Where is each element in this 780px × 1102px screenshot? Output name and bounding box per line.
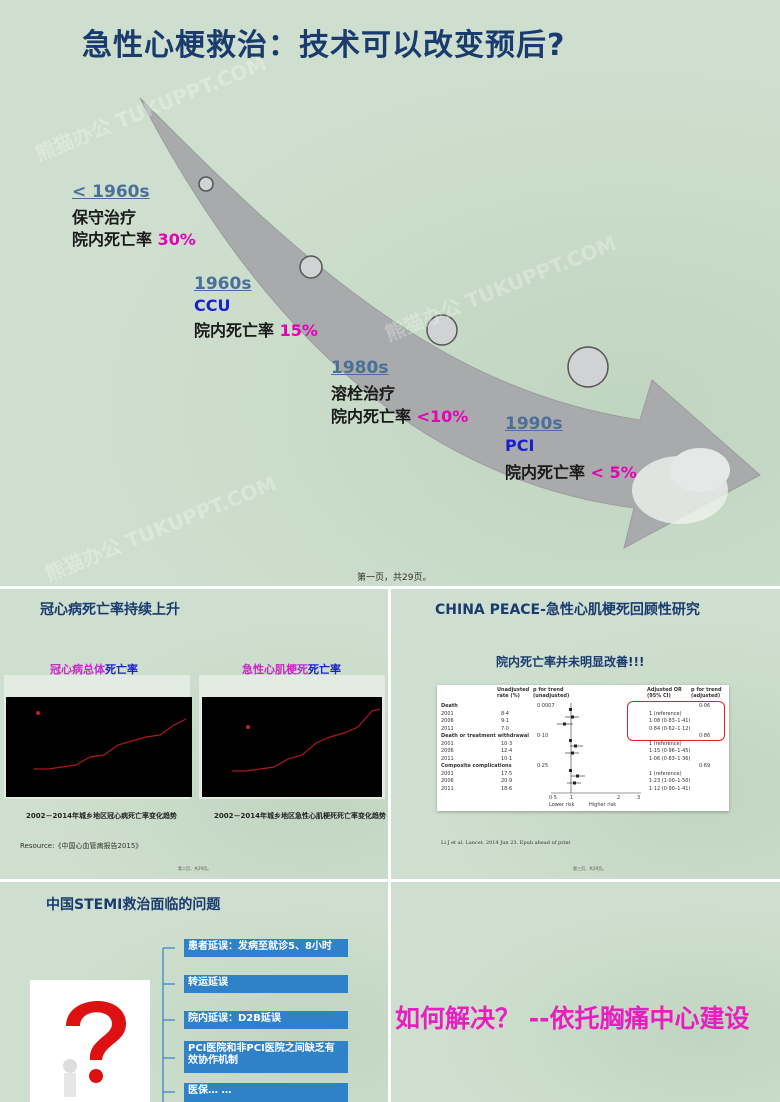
era-marker bbox=[299, 255, 323, 279]
slide-subtitle: 院内死亡率并未明显改善!!! bbox=[496, 655, 645, 669]
era-mortality: 院内死亡率 30% bbox=[72, 230, 196, 249]
table-cell-label: 2001 bbox=[441, 770, 454, 777]
table-header: Adjusted OR (95% CI) bbox=[647, 687, 682, 699]
axis-tick: 1 bbox=[570, 795, 574, 801]
table-cell-or: 1·12 (0·90–1·41) bbox=[649, 785, 691, 792]
table-cell-label: 2011 bbox=[441, 725, 454, 732]
era-treatment: 溶栓治疗 bbox=[331, 384, 396, 403]
resource-note: Resource:《中国心血管病报告2015》 bbox=[20, 842, 143, 850]
slide-title: 中国STEMI救治面临的问题 bbox=[46, 897, 221, 913]
table-cell-or: 0·84 (0·62–1·12) bbox=[649, 725, 691, 732]
era-year: 1960s bbox=[194, 274, 252, 294]
table-cell-p: 0·0007 bbox=[537, 703, 555, 709]
chart-left bbox=[6, 697, 192, 797]
problem-item: 转运延误 bbox=[184, 975, 348, 993]
era-marker bbox=[198, 176, 214, 192]
bracket-lines bbox=[162, 947, 175, 1102]
table-cell-or: 1·08 (0·83–1·41) bbox=[649, 718, 691, 724]
table-cell-label: 2006 bbox=[441, 778, 454, 784]
table-cell-rate: 9·1 bbox=[501, 718, 509, 724]
chart-right bbox=[202, 697, 382, 797]
table-cell-or: 1 (reference) bbox=[649, 770, 682, 777]
table-cell-label: 2006 bbox=[441, 718, 454, 724]
table-cell-pa: 0·86 bbox=[699, 733, 711, 739]
table-cell-or: 1·15 (0·96–1·45) bbox=[649, 748, 691, 754]
table-cell-pa: 0·69 bbox=[699, 763, 711, 769]
table-cell-or: 1·06 (0·83–1·36) bbox=[649, 755, 691, 762]
problem-item: 医保… … bbox=[184, 1083, 348, 1102]
table-cell-pa: 0·06 bbox=[699, 703, 711, 709]
problem-item: PCI医院和非PCI医院之间缺乏有效协作机制 bbox=[184, 1041, 348, 1073]
axis-tick: 0·5 bbox=[549, 795, 557, 801]
table-cell-label: Death or treatment withdrawal bbox=[441, 733, 529, 739]
table-cell-label: 2001 bbox=[441, 740, 454, 747]
era-treatment: 保守治疗 bbox=[72, 208, 137, 227]
citation: Li J et al. Lancet. 2014 Jun 23. Epub ah… bbox=[441, 840, 571, 846]
era-mortality: 院内死亡率 15% bbox=[194, 321, 318, 340]
slide-3: CHINA PEACE-急性心肌梗死回顾性研究 院内死亡率并未明显改善!!! U… bbox=[391, 589, 780, 879]
table-cell-label: 2001 bbox=[441, 710, 454, 717]
chart-title-right: 急性心肌梗死死亡率 bbox=[242, 663, 341, 676]
table-cell-p: 0·10 bbox=[537, 733, 549, 739]
page-footer: 第二页，共29页。 bbox=[178, 866, 212, 871]
table-cell-rate: 20·9 bbox=[501, 778, 513, 784]
table-cell-rate: 17·5 bbox=[501, 770, 513, 777]
table-header: p for trend (unadjusted) bbox=[533, 687, 570, 699]
era-marker bbox=[567, 346, 609, 388]
lower-risk-label: Lower risk bbox=[549, 802, 575, 808]
table-cell-rate: 10·1 bbox=[501, 755, 513, 762]
slide-5: 如何解决？ --依托胸痛中心建设 bbox=[391, 882, 780, 1102]
table-cell-or: 1 (reference) bbox=[649, 740, 682, 747]
results-table: Unadjusted rate (%) p for trend (unadjus… bbox=[437, 685, 729, 811]
table-cell-label: 2006 bbox=[441, 748, 454, 754]
era-year: 1980s bbox=[331, 358, 389, 378]
era-treatment: PCI bbox=[505, 436, 535, 455]
table-cell-label: Death bbox=[441, 703, 458, 709]
chart-caption-left: 2002－2014年城乡地区冠心病死亡率变化趋势 bbox=[26, 812, 177, 820]
trend-arrow bbox=[139, 97, 761, 549]
era-year: < 1960s bbox=[72, 182, 150, 202]
table-cell-rate: 8·4 bbox=[501, 710, 509, 717]
table-header: p for trend (adjusted) bbox=[691, 687, 722, 699]
table-cell-label: 2011 bbox=[441, 785, 454, 792]
slide-1: 熊猫办公 TUKUPPT.COM 熊猫办公 TUKUPPT.COM 熊猫办公 T… bbox=[0, 0, 780, 586]
table-cell-rate: 18·6 bbox=[501, 785, 513, 792]
table-cell-or: 1 (reference) bbox=[649, 710, 682, 717]
table-cell-rate: 10·3 bbox=[501, 740, 513, 747]
table-cell-or: 1·23 (1·00–1·50) bbox=[649, 778, 691, 784]
axis-tick: 3 bbox=[637, 795, 641, 801]
table-cell-p: 0·25 bbox=[537, 763, 549, 769]
decorative-cloud bbox=[632, 448, 730, 524]
slide-title: 冠心病死亡率持续上升 bbox=[40, 602, 180, 618]
era-marker bbox=[426, 314, 458, 346]
page-footer: 第三页，共29页。 bbox=[573, 866, 607, 871]
era-treatment: CCU bbox=[194, 296, 231, 315]
table-cell-rate: 12·4 bbox=[501, 748, 513, 754]
slide-4: 中国STEMI救治面临的问题 患者延误：发病至就诊5、8小时 转运延误 院内延误… bbox=[0, 882, 388, 1102]
table-header: Unadjusted rate (%) bbox=[497, 687, 530, 699]
slide-title: CHINA PEACE-急性心肌梗死回顾性研究 bbox=[435, 602, 700, 618]
forest-plot bbox=[551, 703, 641, 794]
era-year: 1990s bbox=[505, 414, 563, 434]
axis-tick: 2 bbox=[617, 795, 621, 801]
table-cell-rate: 7·0 bbox=[501, 725, 509, 732]
era-mortality: 院内死亡率 <10% bbox=[331, 407, 469, 426]
chart-title-left: 冠心病总体死亡率 bbox=[50, 663, 138, 676]
question-mark-figure bbox=[30, 980, 150, 1102]
higher-risk-label: Higher risk bbox=[589, 802, 617, 808]
table-cell-label: 2011 bbox=[441, 755, 454, 762]
problem-item: 患者延误：发病至就诊5、8小时 bbox=[184, 939, 348, 957]
chart-caption-right: 2002－2014年城乡地区急性心肌梗死死亡率变化趋势 bbox=[214, 812, 386, 820]
highlight-box bbox=[627, 701, 725, 741]
page-footer: 第一页，共29页。 bbox=[357, 573, 432, 583]
era-mortality: 院内死亡率 < 5% bbox=[505, 463, 637, 482]
page-title: 急性心梗救治：技术可以改变预后? bbox=[82, 28, 566, 63]
slide-2: 冠心病死亡率持续上升 冠心病总体死亡率 急性心肌梗死死亡率 2002－2014年… bbox=[0, 589, 388, 879]
table-cell-label: Composite complications bbox=[441, 763, 512, 769]
solution-heading: 如何解决？ --依托胸痛中心建设 bbox=[395, 1004, 750, 1033]
problem-item: 院内延误：D2B延误 bbox=[184, 1011, 348, 1029]
